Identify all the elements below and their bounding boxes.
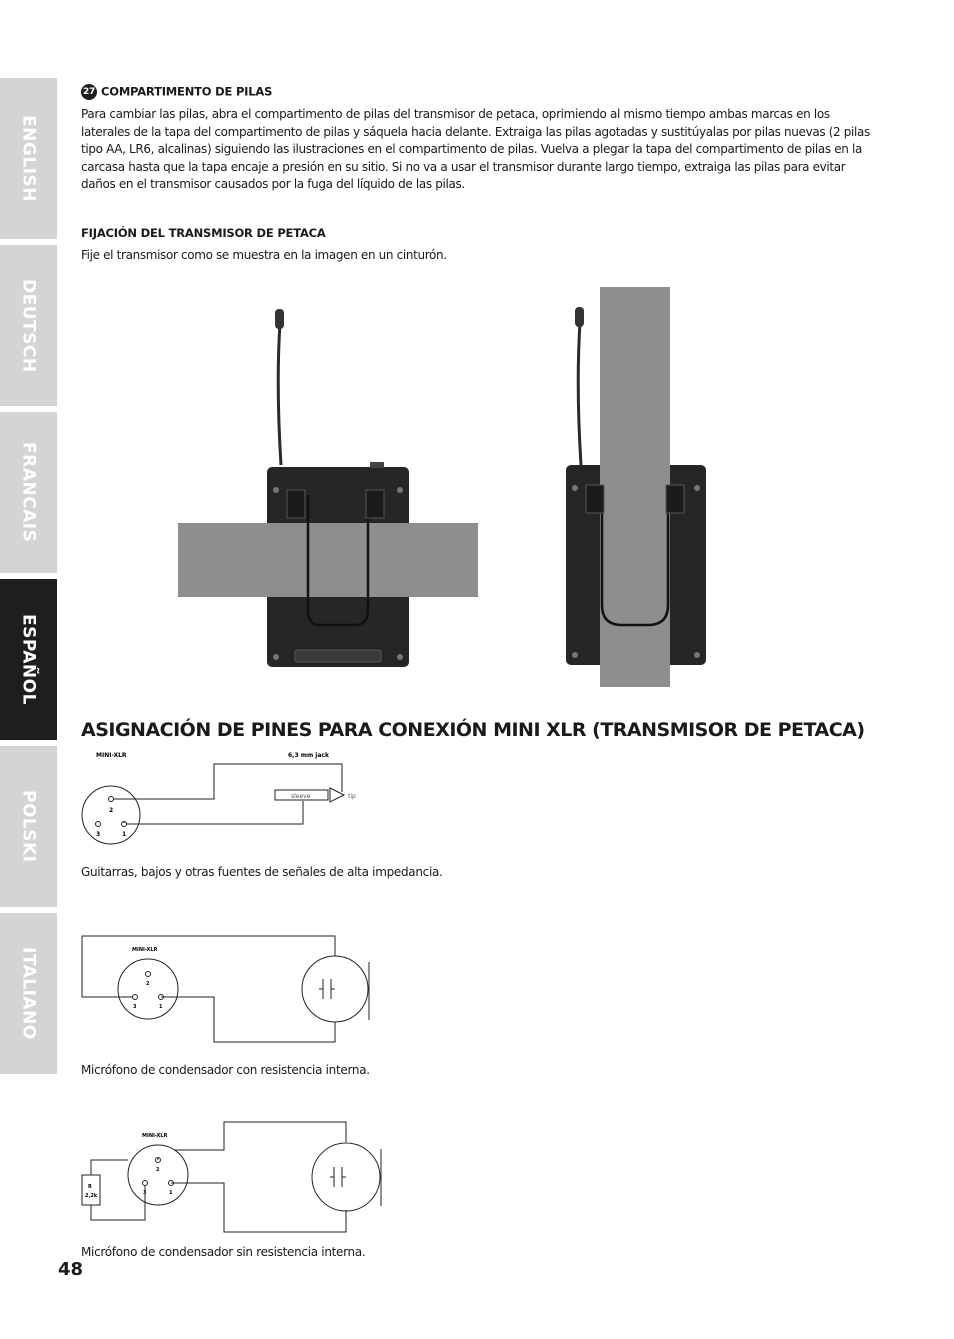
label-mini-xlr: MINI-XLR: [132, 947, 158, 953]
diagram-condenser-with-resistor: MINI-XLR 2 3 1: [81, 935, 370, 1043]
pin-label: 2: [109, 807, 113, 814]
transmitter-illustrations: [178, 287, 706, 687]
battery-heading: 27 COMPARTIMENTO DE PILAS: [81, 84, 272, 100]
caption-diagram1: Guitarras, bajos y otras fuentes de seña…: [81, 865, 443, 879]
tab-label: POLSKI: [18, 790, 39, 863]
pin-assignment-heading: ASIGNACIÓN DE PINES PARA CONEXIÓN MINI X…: [81, 719, 865, 741]
caption-diagram2: Micrófono de condensador con resistencia…: [81, 1063, 370, 1077]
pin-label: 2: [146, 981, 150, 987]
resistor-value: 2,2k: [85, 1193, 98, 1199]
tab-label: ESPAÑOL: [18, 614, 39, 705]
tab-label: DEUTSCH: [18, 278, 39, 373]
transmitter-vertical-belt: [566, 287, 706, 687]
pin-label: 2: [156, 1167, 160, 1173]
tab-francais[interactable]: FRANCAIS: [0, 412, 57, 573]
tab-espanol[interactable]: ESPAÑOL: [0, 579, 57, 740]
label-sleeve: sleeve: [291, 793, 311, 800]
tab-label: FRANCAIS: [18, 442, 39, 543]
mount-paragraph: Fije el transmisor como se muestra en la…: [81, 248, 447, 262]
pin-label: 1: [169, 1190, 173, 1196]
label-mini-xlr: MINI-XLR: [96, 752, 127, 759]
tab-english[interactable]: ENGLISH: [0, 78, 57, 239]
resistor-label: R: [88, 1184, 92, 1190]
battery-heading-text: COMPARTIMENTO DE PILAS: [101, 84, 273, 99]
battery-paragraph: Para cambiar las pilas, abra el comparti…: [81, 107, 870, 192]
mount-heading: FIJACIÓN DEL TRANSMISOR DE PETACA: [81, 226, 326, 240]
tab-label: ENGLISH: [18, 115, 39, 202]
tab-label: ITALIANO: [18, 947, 39, 1040]
tab-deutsch[interactable]: DEUTSCH: [0, 245, 57, 406]
pin-label: 1: [122, 831, 126, 838]
label-jack: 6,3 mm jack: [288, 752, 330, 759]
section-number-badge: 27: [81, 84, 97, 100]
label-mini-xlr: MINI-XLR: [142, 1133, 168, 1139]
transmitter-horizontal-belt: [178, 309, 478, 667]
pin-label: 1: [159, 1004, 163, 1010]
page-number: 48: [58, 1259, 84, 1280]
pin-label: 3: [133, 1004, 137, 1010]
diagram-condenser-without-resistor: MINI-XLR 2 3 1 R 2,2k: [81, 1121, 382, 1233]
diagram-guitar-jack: MINI-XLR 6,3 mm jack 2 3 1 sleeve tip: [81, 752, 356, 845]
caption-diagram3: Micrófono de condensador sin resistencia…: [81, 1245, 366, 1259]
label-tip: tip: [348, 793, 356, 800]
pin-label: 3: [96, 831, 100, 838]
tab-polski[interactable]: POLSKI: [0, 746, 57, 907]
tab-italiano[interactable]: ITALIANO: [0, 913, 57, 1074]
